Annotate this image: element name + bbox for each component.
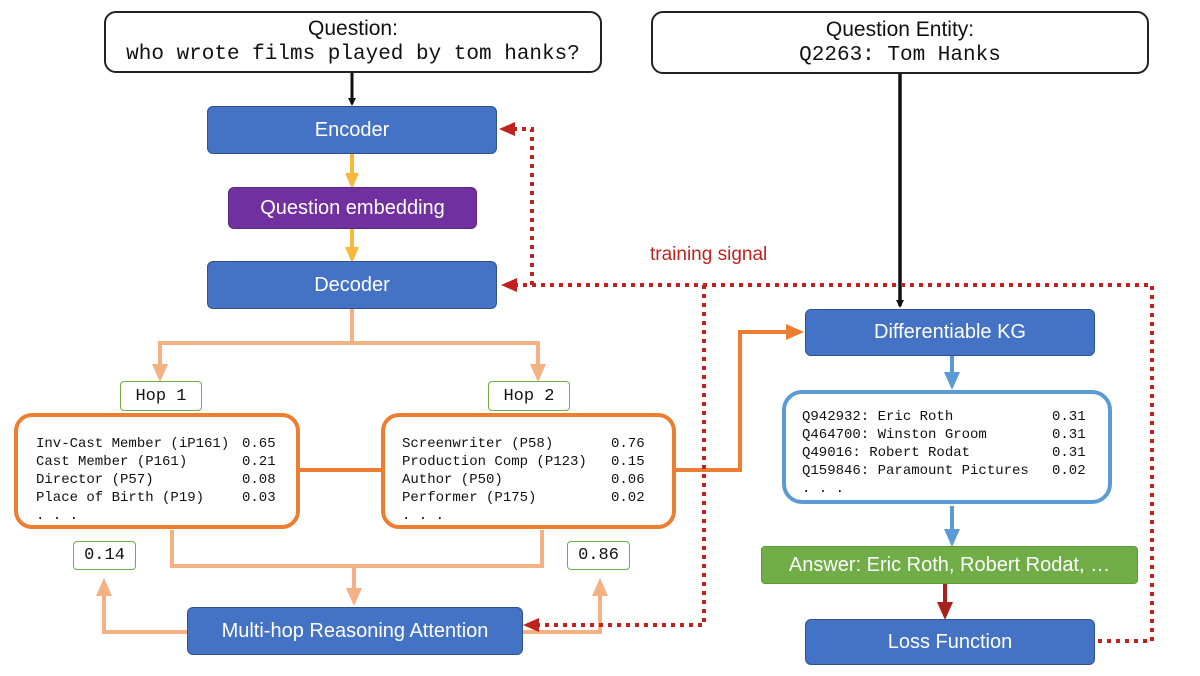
hop1-relation-score: 0.65	[242, 436, 276, 452]
hop2-relation-name: Performer (P175)	[402, 490, 537, 506]
question-box: Question: who wrote films played by tom …	[104, 11, 602, 73]
hop1-relation-name: Inv-Cast Member (iP161)	[36, 436, 230, 452]
entity-score: 0.02	[1052, 463, 1086, 479]
multi-hop-attention-node: Multi-hop Reasoning Attention	[187, 607, 523, 655]
entity-score: 0.31	[1052, 427, 1086, 443]
entity-name: Q942932: Eric Roth	[802, 409, 954, 425]
hop2-relation-name: Screenwriter (P58)	[402, 436, 554, 452]
entity-score-table: Q942932: Eric Roth 0.31 Q464700: Winston…	[782, 390, 1112, 504]
hop1-relation-score: 0.03	[242, 490, 276, 506]
hop-merge-connector	[170, 530, 544, 568]
hop1-relation-table: Inv-Cast Member (iP161) 0.65 Cast Member…	[14, 413, 300, 529]
answer-node: Answer: Eric Roth, Robert Rodat, …	[761, 546, 1138, 584]
loss-function-node: Loss Function	[805, 619, 1095, 665]
attention-to-hop2-weight-arrow	[522, 578, 608, 634]
entity-name: Q464700: Winston Groom	[802, 427, 987, 443]
training-signal-encoder-path	[499, 122, 534, 285]
decoder-node: Decoder	[207, 261, 497, 309]
entity-score: 0.31	[1052, 445, 1086, 461]
hop1-ellipsis: . . .	[36, 508, 79, 524]
decoder-split-connector	[160, 309, 538, 345]
hop2-label: Hop 2	[488, 381, 570, 411]
training-signal-path	[501, 278, 1154, 643]
question-embedding-node: Question embedding	[228, 187, 477, 229]
hop1-relation-score: 0.08	[242, 472, 276, 488]
hop2-weight: 0.86	[567, 541, 630, 570]
differentiable-kg-node: Differentiable KG	[805, 309, 1095, 356]
question-text: who wrote films played by tom hanks?	[126, 43, 580, 66]
hop2-relation-table: Screenwriter (P58) 0.76 Production Comp …	[381, 413, 676, 529]
hop2-ellipsis: . . .	[402, 508, 445, 524]
hop2-relation-score: 0.76	[611, 436, 645, 452]
question-entity-box: Question Entity: Q2263: Tom Hanks	[651, 11, 1149, 74]
attention-to-hop1-weight-arrow	[96, 578, 188, 634]
hop2-relation-score: 0.06	[611, 472, 645, 488]
entity-title: Question Entity:	[825, 17, 975, 41]
hop2-relation-score: 0.02	[611, 490, 645, 506]
hop2-relation-score: 0.15	[611, 454, 645, 470]
hop2-relation-name: Author (P50)	[402, 472, 503, 488]
question-title: Question:	[308, 17, 398, 40]
hop1-relation-name: Cast Member (P161)	[36, 454, 188, 470]
entity-name: Q159846: Paramount Pictures	[802, 463, 1029, 479]
hop1-relation-name: Director (P57)	[36, 472, 154, 488]
hop1-weight: 0.14	[73, 541, 136, 570]
entity-score: 0.31	[1052, 409, 1086, 425]
hop1-label: Hop 1	[120, 381, 202, 411]
entity-text: Q2263: Tom Hanks	[799, 43, 1001, 67]
training-signal-label: training signal	[650, 244, 768, 265]
hop1-relation-score: 0.21	[242, 454, 276, 470]
hop1-relation-name: Place of Birth (P19)	[36, 490, 205, 506]
encoder-node: Encoder	[207, 106, 497, 154]
hop2-to-kg-arrow	[676, 324, 804, 472]
entity-ellipsis: . . .	[802, 481, 845, 497]
entity-name: Q49016: Robert Rodat	[802, 445, 971, 461]
hop2-relation-name: Production Comp (P123)	[402, 454, 587, 470]
